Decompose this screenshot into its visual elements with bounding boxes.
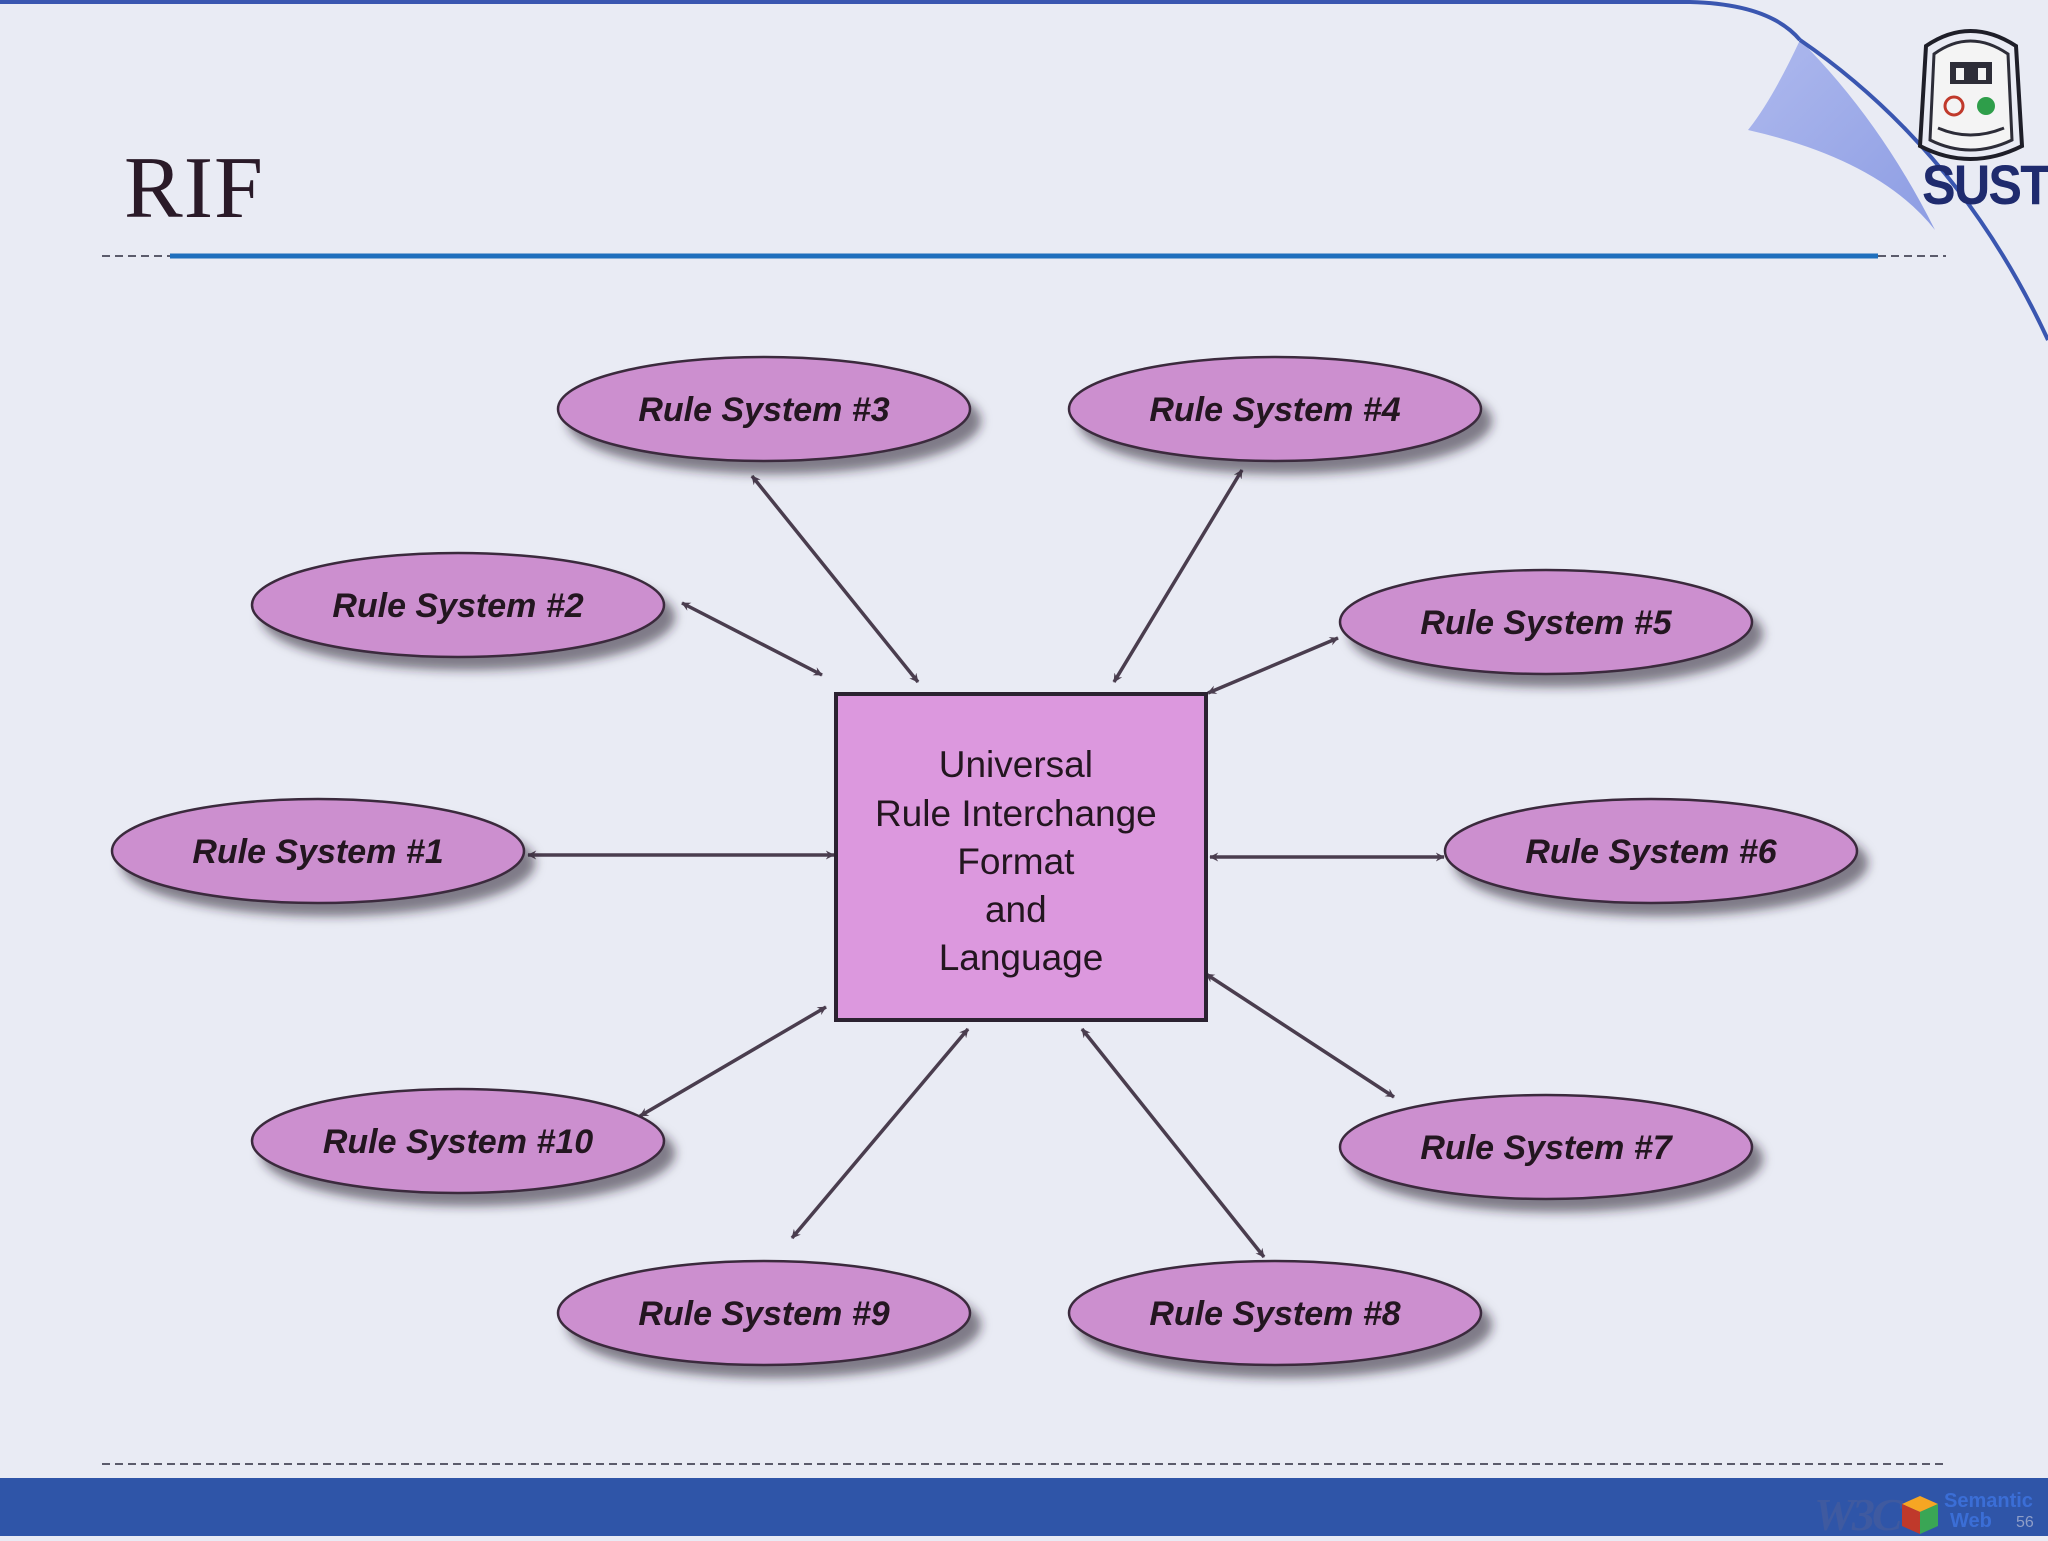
node-ellipse-rs2 <box>250 551 666 659</box>
node-rs5: Rule System #5 <box>1338 568 1754 676</box>
center-line-5: Language <box>939 937 1104 978</box>
node-rs2: Rule System #2 <box>250 551 666 659</box>
slide-title: RIF <box>124 140 264 237</box>
node-ellipse-rs5 <box>1338 568 1754 676</box>
node-rs8: Rule System #8 <box>1067 1259 1483 1367</box>
node-ellipse-rs6 <box>1443 797 1859 905</box>
center-line-3: Format <box>957 841 1075 882</box>
node-label-rs10: Rule System #10 <box>323 1123 593 1161</box>
node-label-rs9: Rule System #9 <box>638 1295 889 1333</box>
node-ellipse-rs1 <box>110 797 526 905</box>
edge-center-rs2 <box>681 601 823 677</box>
top-border-line <box>0 0 1802 42</box>
edge-center-rs4 <box>1112 469 1244 683</box>
node-ellipse-rs7 <box>1338 1093 1754 1201</box>
edge-center-rs7 <box>1205 972 1395 1099</box>
edge-center-rs5 <box>1207 636 1339 695</box>
node-ellipse-rs10 <box>250 1087 666 1195</box>
node-layer: Rule System #1 Rule System #2 Rule System … <box>110 355 1859 1367</box>
edge-center-rs3 <box>750 474 920 684</box>
edge-center-rs8 <box>1080 1027 1266 1259</box>
page-curl-fold <box>1748 40 1935 230</box>
semantic-web-label: Semantic Web <box>1944 1491 2033 1531</box>
node-label-rs3: Rule System #3 <box>638 391 889 429</box>
node-rs1: Rule System #1 <box>110 797 526 905</box>
node-rs7: Rule System #7 <box>1338 1093 1754 1201</box>
center-line-1: Universal <box>939 744 1093 785</box>
semantic-web-line-1: Semantic <box>1944 1490 2033 1512</box>
center-box <box>834 692 1208 1022</box>
university-logo-text: SUST <box>1922 153 2048 216</box>
edge-layer <box>527 469 1445 1259</box>
node-rs3: Rule System #3 <box>556 355 972 463</box>
node-rs10: Rule System #10 <box>250 1087 666 1195</box>
node-ellipse-rs8 <box>1067 1259 1483 1367</box>
center-line-2: Rule Interchange <box>875 793 1157 834</box>
footer-bar <box>0 1478 2048 1536</box>
semantic-web-line-2: Web <box>1950 1510 1992 1532</box>
node-rs9: Rule System #9 <box>556 1259 972 1367</box>
center-label: Universal Rule Interchange Format and La… <box>875 744 1167 978</box>
node-ellipse-rs4 <box>1067 355 1483 463</box>
center-node: Universal Rule Interchange Format and La… <box>834 692 1208 1022</box>
edge-center-rs10 <box>639 1005 827 1118</box>
edge-center-rs9 <box>790 1027 970 1240</box>
center-line-4: and <box>985 889 1047 930</box>
node-label-rs7: Rule System #7 <box>1420 1129 1673 1167</box>
page-curl-edge <box>1798 38 2048 341</box>
node-label-rs2: Rule System #2 <box>332 587 583 625</box>
node-rs4: Rule System #4 <box>1067 355 1483 463</box>
node-ellipse-rs9 <box>556 1259 972 1367</box>
node-label-rs6: Rule System #6 <box>1525 833 1777 871</box>
page-number: 56 <box>2016 1514 2034 1531</box>
w3c-logo: W3C <box>1814 1489 1903 1540</box>
node-label-rs5: Rule System #5 <box>1420 604 1672 642</box>
node-label-rs4: Rule System #4 <box>1149 391 1400 429</box>
node-label-rs1: Rule System #1 <box>192 833 443 871</box>
node-rs6: Rule System #6 <box>1443 797 1859 905</box>
node-label-rs8: Rule System #8 <box>1149 1295 1400 1333</box>
node-ellipse-rs3 <box>556 355 972 463</box>
